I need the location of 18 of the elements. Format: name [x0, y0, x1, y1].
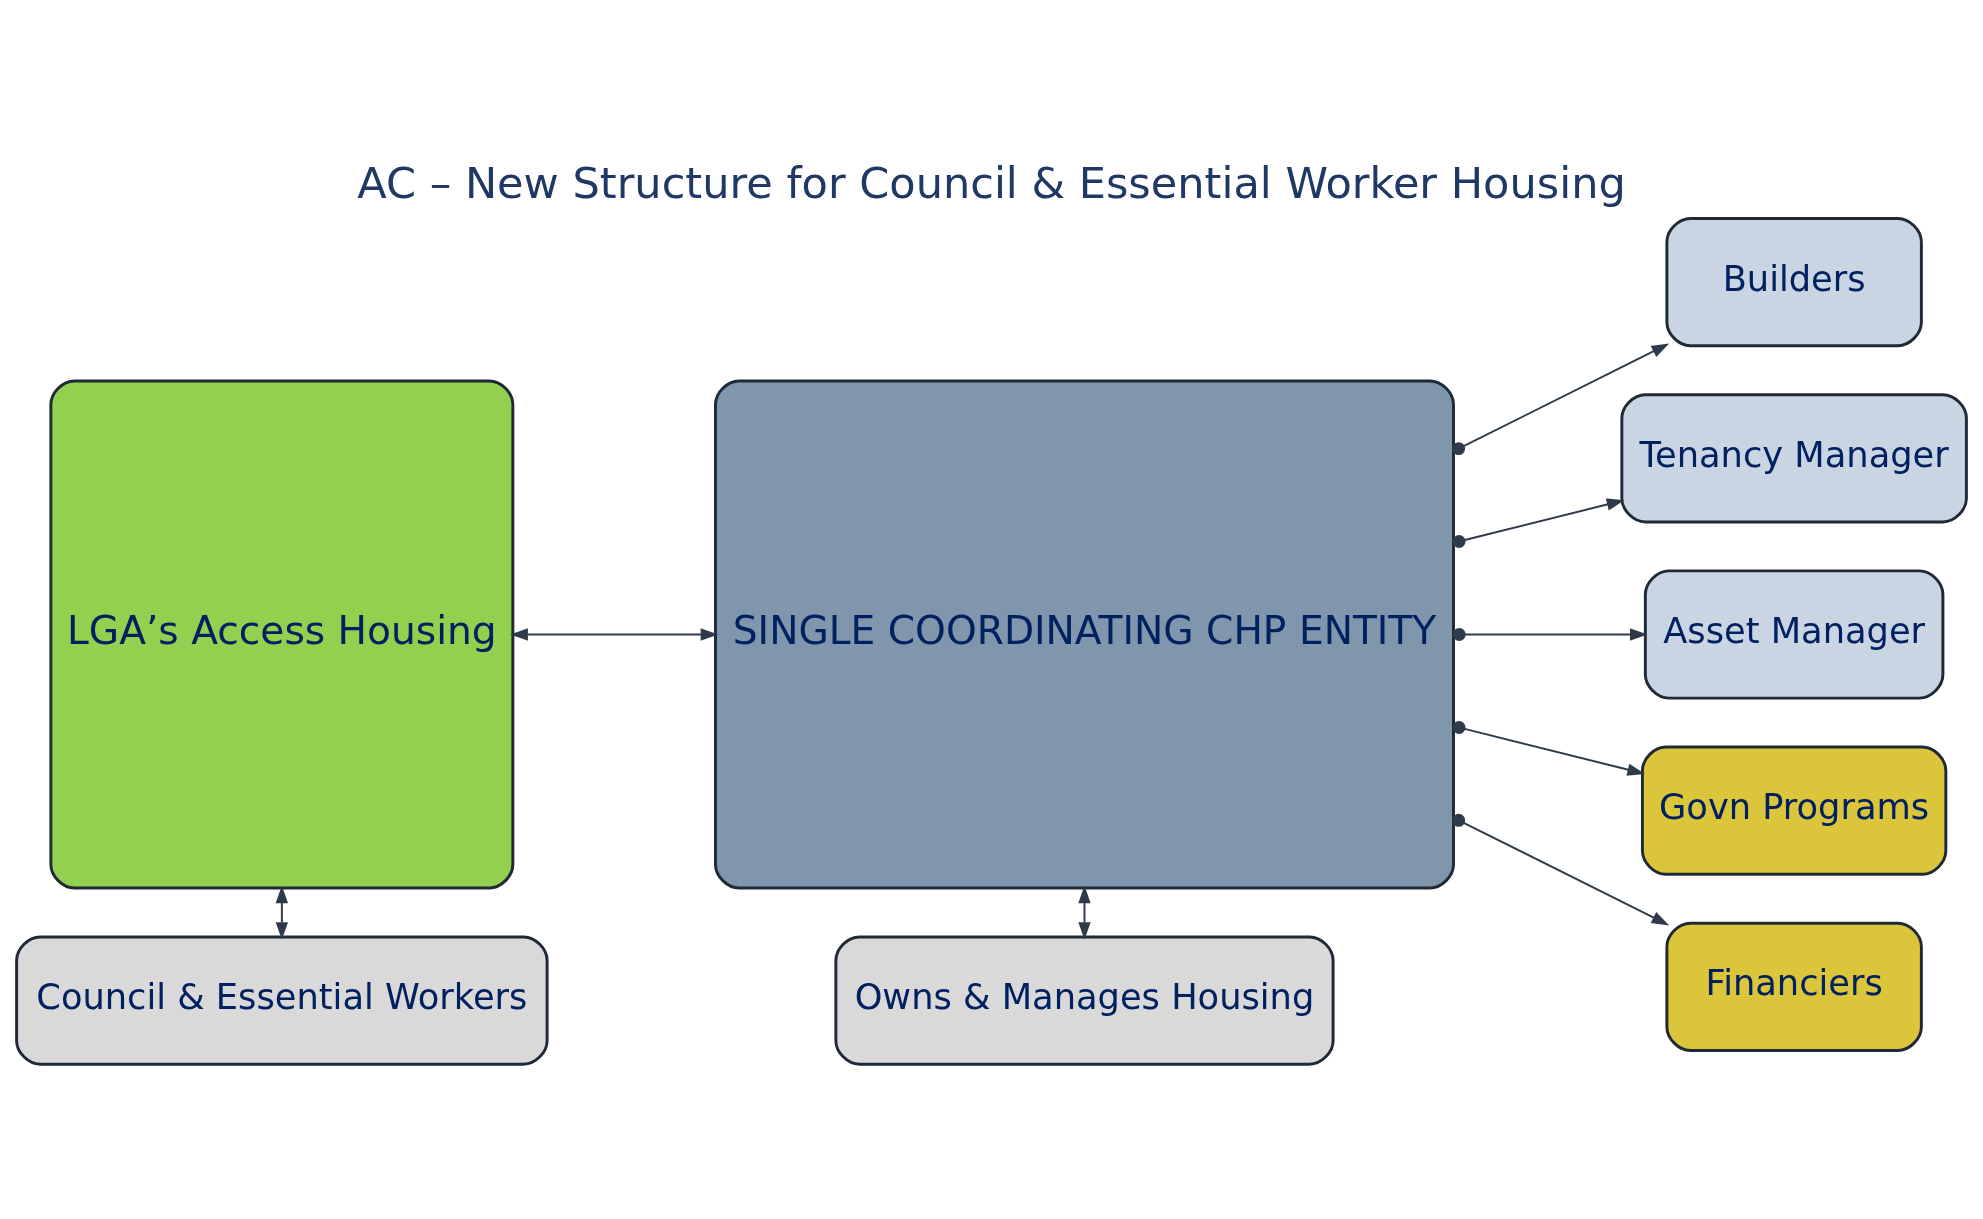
node-box: Tenancy Manager: [1620, 392, 1968, 523]
arrow: [510, 627, 719, 641]
node-box: Owns & Manages Housing: [834, 934, 1335, 1066]
node-box: Council & Essential Workers: [15, 934, 549, 1066]
arrow: [1078, 885, 1091, 940]
node-box: Financiers: [1665, 921, 1923, 1052]
arrow: [1452, 627, 1648, 641]
arrow: [1452, 497, 1625, 548]
arrow: [1452, 342, 1670, 455]
arrow: [1452, 813, 1670, 925]
arrow: [1452, 720, 1645, 776]
node-box: Builders: [1665, 216, 1923, 347]
diagram-title: AC – New Structure for Council & Essential Worker Housing: [357, 157, 1626, 208]
node-box: LGA’s Access Housing: [49, 379, 515, 889]
node-box: SINGLE COORDINATING CHP ENTITY: [714, 379, 1455, 889]
node-box: Asset Manager: [1643, 568, 1945, 700]
node-box: Govn Programs: [1640, 745, 1948, 876]
arrow: [275, 885, 289, 940]
